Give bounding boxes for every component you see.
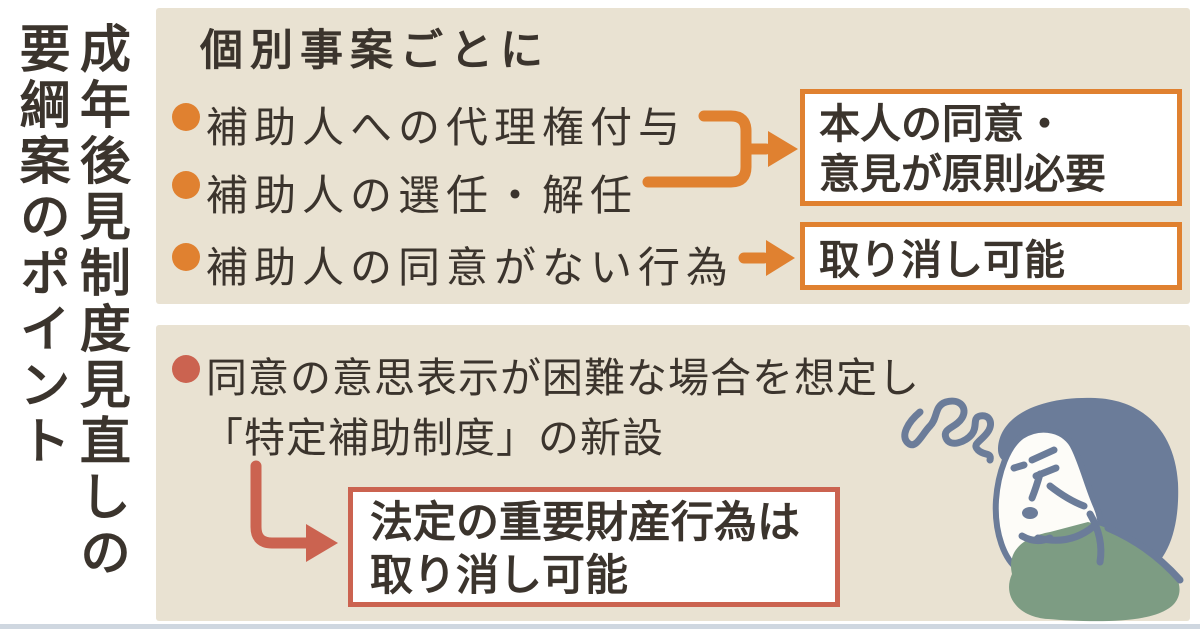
- bullet-icon: [172, 243, 200, 271]
- mouth: [1022, 507, 1038, 519]
- bottom-panel: 同意の意思表示が困難な場合を想定し 「特定補助制度」の新設 法定の重要財産行為は…: [156, 325, 1190, 622]
- bottom-bullet-line-2: 「特定補助制度」の新設: [202, 415, 664, 461]
- result-box-consent-line-2: 意見が原則必要: [819, 151, 1106, 197]
- result-box-property: 法定の重要財産行為は 取り消し可能: [348, 487, 840, 607]
- page-title: 成年後見制度見直しの 要綱案のポイント: [10, 22, 130, 622]
- bullet-icon: [172, 171, 200, 199]
- bullet-item-1: 補助人への代理権付与: [206, 104, 687, 151]
- result-box-consent: 本人の同意・ 意見が原則必要: [800, 89, 1182, 206]
- bullet-icon: [172, 355, 200, 383]
- bullet-item-2: 補助人の選任・解任: [206, 172, 639, 219]
- bullet-icon: [172, 103, 200, 131]
- result-box-property-line-1: 法定の重要財産行為は: [370, 499, 800, 547]
- scribble-icon: [901, 397, 994, 464]
- top-panel: 個別事案ごとに 補助人への代理権付与 補助人の選任・解任 補助人の同意がない行為…: [156, 8, 1190, 304]
- bottom-edge-strip: [0, 624, 1200, 629]
- top-panel-header: 個別事案ごとに: [200, 27, 550, 75]
- bullet-item-3: 補助人の同意がない行為: [206, 244, 735, 291]
- result-box-consent-line-1: 本人の同意・: [819, 101, 1065, 147]
- face-features: [1010, 446, 1184, 584]
- result-box-cancel-line-1: 取り消し可能: [819, 237, 1065, 283]
- bottom-bullet-line-1: 同意の意思表示が困難な場合を想定し: [206, 355, 920, 401]
- page-title-line-2: 要綱案のポイント: [12, 22, 70, 470]
- page-title-line-1: 成年後見制度見直しの: [72, 22, 130, 582]
- result-box-property-line-2: 取り消し可能: [370, 552, 628, 600]
- result-box-cancel: 取り消し可能: [800, 222, 1182, 290]
- elderly-woman-illustration: [901, 397, 1184, 622]
